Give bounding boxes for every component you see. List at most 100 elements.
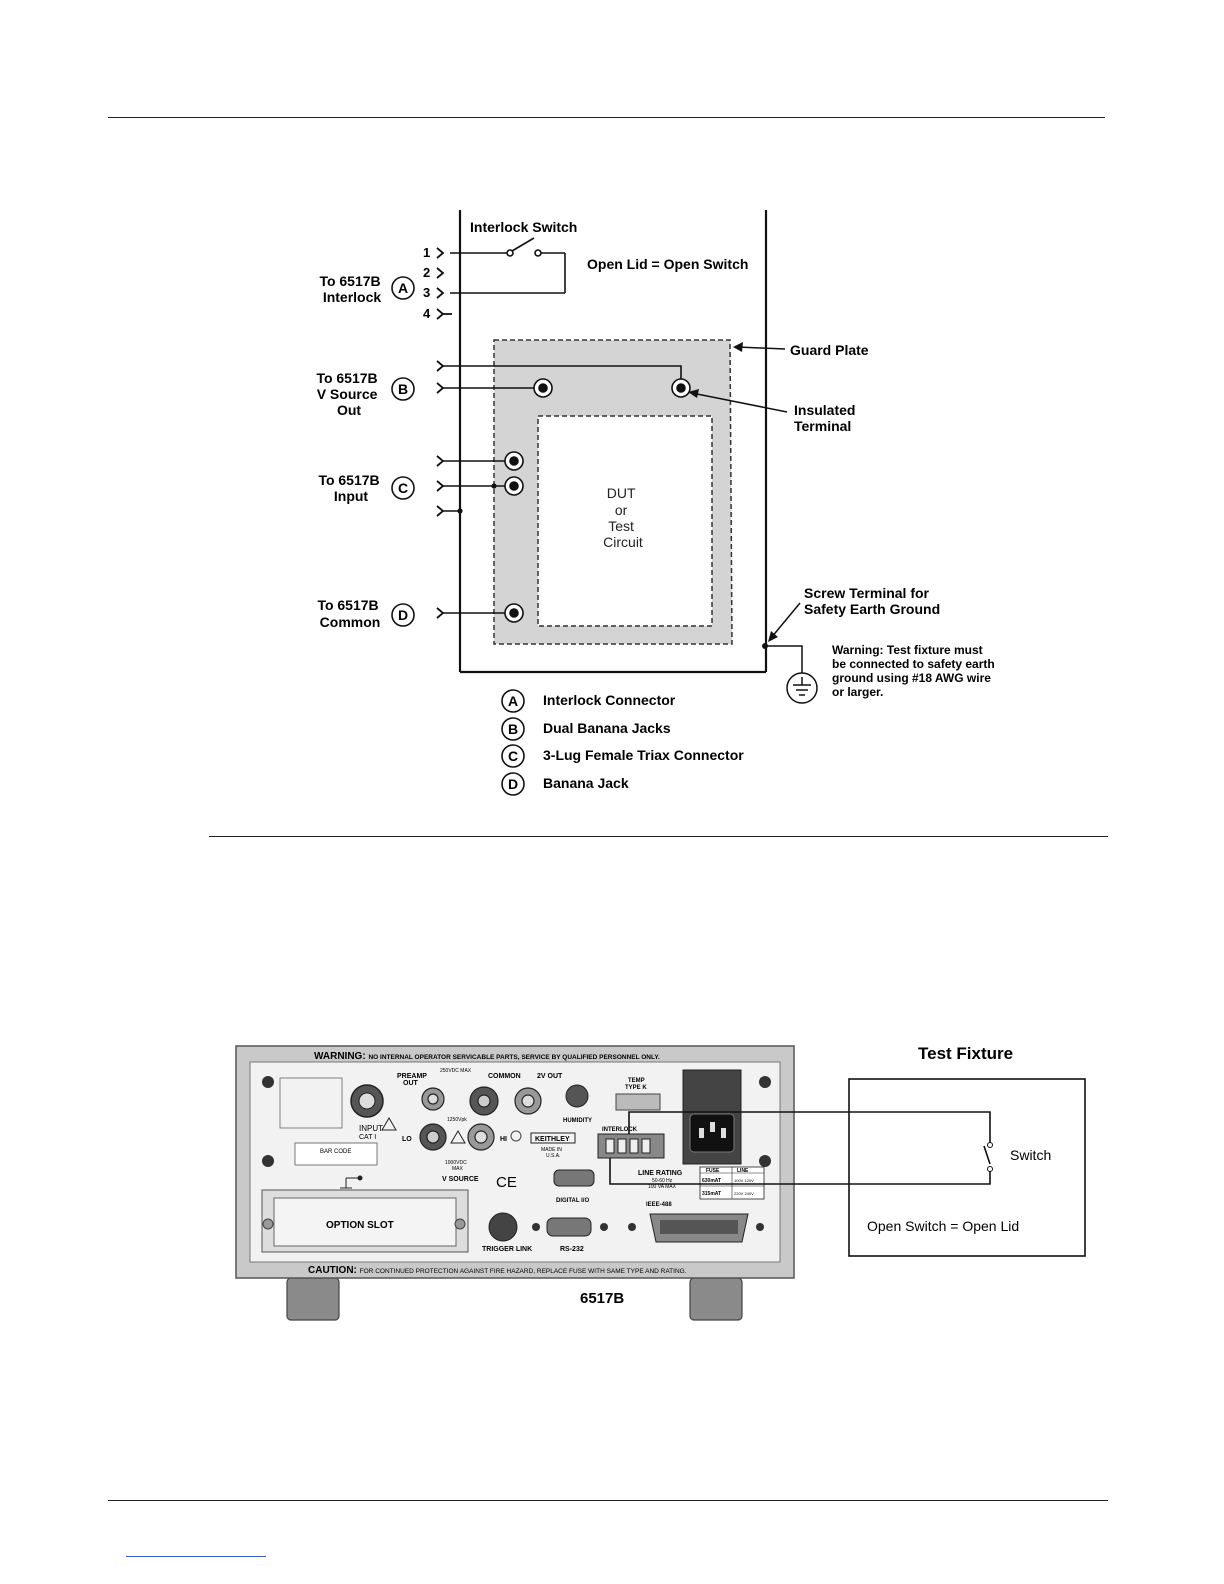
- screw-terminal-label: Screw Terminal for Safety Earth Ground: [804, 585, 940, 617]
- fixture-box: [458, 210, 768, 674]
- bar-code-label: BAR CODE: [320, 1149, 351, 1155]
- legend-text-a: Interlock Connector: [543, 692, 676, 708]
- power-inlet-pins: [699, 1122, 726, 1138]
- usa-label: U.S.A.: [546, 1153, 560, 1159]
- input-diagram-box: [279, 1077, 343, 1129]
- trigger-link-label: TRIGGER LINK: [482, 1246, 532, 1253]
- hi-indicator: [510, 1130, 522, 1142]
- legend-text-d: Banana Jack: [543, 775, 629, 791]
- panel-warning: WARNING: NO INTERNAL OPERATOR SERVICABLE…: [314, 1051, 660, 1062]
- right-foot: [689, 1277, 743, 1321]
- vsource-label: V SOURCE: [442, 1176, 479, 1183]
- dut-area: [537, 415, 713, 627]
- humidity-connector: [565, 1084, 589, 1108]
- terminal-wires: [443, 365, 682, 614]
- power-inlet-socket: [689, 1113, 735, 1153]
- vsource-caution-triangle: [450, 1130, 466, 1144]
- cat-label: CAT I: [359, 1134, 376, 1141]
- pin-1-label: 1: [423, 245, 430, 260]
- conn-d-letter: D: [398, 607, 408, 623]
- vpk-label: 1250Vpk: [447, 1117, 467, 1123]
- rs232-connector: [546, 1217, 592, 1237]
- hz-label: 50-60 Hz: [652, 1178, 673, 1184]
- interlock-pins: [605, 1138, 651, 1154]
- conn-b-label: To 6517B V Source Out: [316, 370, 381, 418]
- line-row-1: 100V 120V: [734, 1178, 754, 1183]
- connector-chevrons: [436, 247, 452, 619]
- vdc-max-top-label: 250VDC MAX: [440, 1068, 472, 1074]
- callout-arrows: [691, 346, 801, 639]
- legend: A B C D Interlock Connector Dual Banana …: [501, 689, 744, 796]
- legend-text-b: Dual Banana Jacks: [543, 720, 671, 736]
- insulated-terminal-arrowhead: [688, 389, 699, 398]
- insulated-terminal-label: Insulated Terminal: [794, 402, 859, 434]
- hi-label: HI: [500, 1136, 507, 1143]
- connector-letter-circles: [391, 276, 415, 627]
- guard-plate-arrowhead: [733, 342, 743, 352]
- rear-panel-figure: WARNING: NO INTERNAL OPERATOR SERVICABLE…: [235, 1044, 1086, 1321]
- conn-a-letter: A: [398, 280, 408, 296]
- line-header: LINE: [737, 1168, 749, 1174]
- left-foot: [286, 1277, 340, 1321]
- junction-dots: [457, 483, 768, 649]
- conn-d-label: To 6517B Common: [317, 597, 382, 630]
- conn-a-label: To 6517B Interlock: [319, 273, 384, 305]
- test-fixture-title: Test Fixture: [918, 1044, 1013, 1063]
- switch-label: Switch: [1010, 1147, 1051, 1163]
- legend-letter-a: A: [508, 693, 518, 709]
- pin-4-label: 4: [423, 306, 431, 321]
- test-fixture-box: [848, 1078, 1086, 1257]
- banana-jack-b1: [533, 378, 553, 398]
- panel-caution: CAUTION: FOR CONTINUED PROTECTION AGAINS…: [308, 1265, 687, 1276]
- switch-contact-top: [987, 1142, 993, 1148]
- keithley-logo-box: [530, 1132, 576, 1144]
- fuse-row-1: 630mAT: [702, 1178, 721, 1184]
- option-slot-label: OPTION SLOT: [326, 1220, 394, 1231]
- fuse-header: FUSE: [706, 1168, 720, 1174]
- preamp-label: PREAMP: [397, 1073, 427, 1080]
- rs232-label: RS-232: [560, 1246, 584, 1253]
- header-rule: [108, 117, 1105, 118]
- trigger-link-connector: [488, 1212, 518, 1242]
- terminals: [504, 378, 691, 623]
- switch-contact-bottom: [987, 1166, 993, 1172]
- ce-mark: CE: [496, 1174, 517, 1191]
- made-in-label: MADE IN: [541, 1147, 562, 1153]
- option-slot-cover: [273, 1197, 457, 1247]
- ieee-label: IEEE-488: [646, 1202, 672, 1208]
- vdc1000-label: 1000VDC: [445, 1160, 467, 1166]
- legend-letter-c: C: [508, 748, 518, 764]
- keithley-label: KEITHLEY: [535, 1136, 570, 1143]
- va-label: 100 VA MAX: [648, 1184, 677, 1190]
- input-triax-center: [358, 1092, 376, 1110]
- type-k-label: TYPE K: [625, 1085, 647, 1091]
- interlock-label: INTERLOCK: [602, 1127, 638, 1133]
- legend-letter-b: B: [508, 721, 518, 737]
- interlock-wiring: [609, 1111, 991, 1185]
- footer-link-underline[interactable]: [126, 1556, 266, 1557]
- humidity-label: HUMIDITY: [563, 1118, 592, 1124]
- interlock-switch: [450, 237, 566, 294]
- legend-letter-d: D: [508, 776, 518, 792]
- pin-2-label: 2: [423, 265, 430, 280]
- guard-plate-outline: [493, 339, 733, 645]
- triax-lug-1: [504, 451, 524, 471]
- ground-warning: Warning: Test fixture must be connected …: [832, 643, 998, 699]
- footer-rule: [108, 1500, 1108, 1501]
- insulated-terminal-jack: [671, 378, 691, 398]
- input-caution-triangle: [381, 1117, 397, 1131]
- banana-jacks: [419, 1086, 542, 1151]
- test-fixture-schematic: DUT or Test Circuit Interlock Switch Ope…: [316, 210, 998, 796]
- conn-c-letter: C: [398, 480, 408, 496]
- figure-separator-rule: [209, 836, 1108, 837]
- triax-lug-2: [504, 476, 524, 496]
- pin-3-label: 3: [423, 285, 430, 300]
- out2v-label: 2V OUT: [537, 1073, 563, 1080]
- open-switch-label: Open Switch = Open Lid: [867, 1218, 1019, 1234]
- line-rating-label: LINE RATING: [638, 1170, 683, 1177]
- digital-io-connector: [553, 1169, 595, 1187]
- conn-c-label: To 6517B Input: [318, 472, 383, 504]
- temp-label: TEMP: [628, 1078, 645, 1084]
- bar-code-box: [294, 1142, 378, 1166]
- guard-plate-label: Guard Plate: [790, 342, 869, 358]
